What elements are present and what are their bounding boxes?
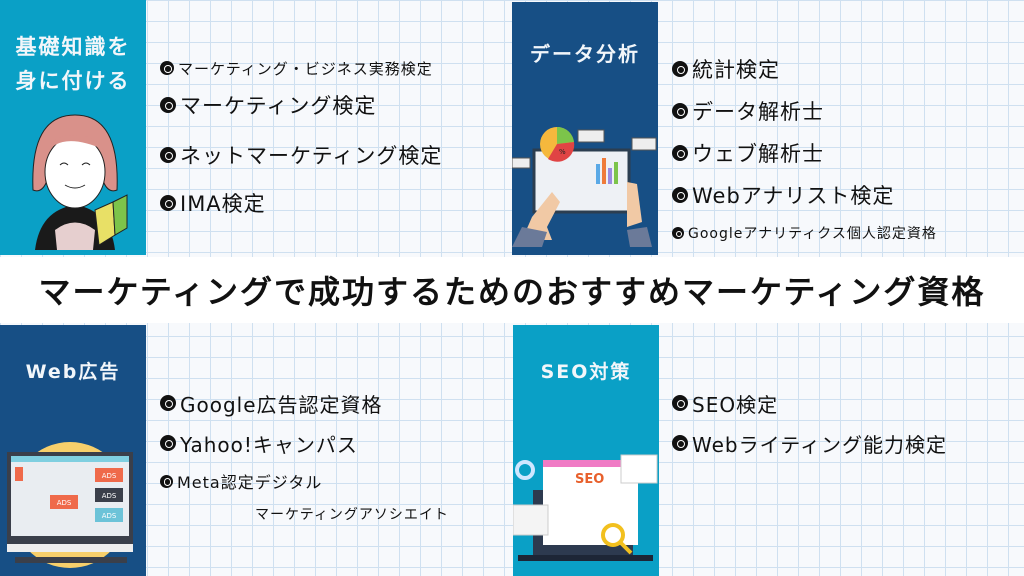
item-label: ネットマーケティング検定 <box>180 144 443 168</box>
percent-label: % <box>559 148 566 156</box>
woman-beginner-illustration <box>32 114 128 250</box>
item-label: マーケティング・ビジネス実務検定 <box>178 59 433 78</box>
bullet-icon <box>672 145 688 161</box>
item-label: マーケティングアソシエイト <box>255 507 449 523</box>
heading-line: 身に付ける <box>15 69 131 93</box>
list-item: データ解析士 <box>672 90 937 132</box>
bullet-icon <box>160 435 176 451</box>
list-item: Googleアナリティクス個人認定資格 <box>672 216 937 250</box>
list-item-continuation: マーケティングアソシエイト <box>160 499 449 529</box>
list-item: マーケティング・ビジネス実務検定 <box>160 56 442 80</box>
bullet-icon <box>160 195 176 211</box>
list-item: ネットマーケティング検定 <box>160 130 442 180</box>
bullet-icon <box>672 61 688 77</box>
list-item: SEO検定 <box>672 383 947 423</box>
seo-label: SEO <box>575 472 604 487</box>
item-label: マーケティング検定 <box>180 94 377 118</box>
ads-label: ADS <box>102 492 117 500</box>
bullet-icon <box>160 147 176 163</box>
list-item: ウェブ解析士 <box>672 132 937 174</box>
list-item: 統計検定 <box>672 48 937 90</box>
basics-list: マーケティング・ビジネス実務検定 マーケティング検定 ネットマーケティング検定 … <box>160 56 442 226</box>
list-item: Meta認定デジタル <box>160 463 449 499</box>
panel-data-analysis: データ分析 % <box>512 2 658 255</box>
seo-list: SEO検定 Webライティング能力検定 <box>672 383 947 463</box>
bullet-icon <box>672 103 688 119</box>
list-item: Yahoo!キャンパス <box>160 423 449 463</box>
web-ads-list: Google広告認定資格 Yahoo!キャンパス Meta認定デジタル マーケテ… <box>160 383 449 529</box>
item-label: データ解析士 <box>692 100 824 124</box>
panel-seo: SEO対策 SEO <box>513 325 659 576</box>
section-heading: データ分析 <box>530 42 640 66</box>
list-item: マーケティング検定 <box>160 80 442 130</box>
list-item: IMA検定 <box>160 180 442 226</box>
bullet-icon <box>160 474 173 488</box>
ads-label: ADS <box>57 499 72 507</box>
ads-monitor-illustration: ADS ADS ADS ADS <box>7 442 133 568</box>
section-heading: 基礎知識を 身に付ける <box>0 30 146 98</box>
item-label: Webライティング能力検定 <box>692 432 948 457</box>
item-label: Meta認定デジタル <box>177 473 323 492</box>
item-label: IMA検定 <box>180 192 266 216</box>
bullet-icon <box>160 395 176 411</box>
ads-label: ADS <box>102 472 117 480</box>
page-title: マーケティングで成功するためのおすすめマーケティング資格 <box>38 273 986 311</box>
item-label: SEO検定 <box>692 392 779 417</box>
panel-basics: 基礎知識を 身に付ける <box>0 0 146 255</box>
item-label: ウェブ解析士 <box>692 142 824 166</box>
bullet-icon <box>672 227 684 239</box>
ads-label: ADS <box>102 512 117 520</box>
list-item: Google広告認定資格 <box>160 383 449 423</box>
list-item: Webライティング能力検定 <box>672 423 947 463</box>
bullet-icon <box>672 187 688 203</box>
bullet-icon <box>160 97 176 113</box>
data-analysis-illustration: % <box>512 126 657 247</box>
item-label: 統計検定 <box>692 58 780 82</box>
list-item: Webアナリスト検定 <box>672 174 937 216</box>
bullet-icon <box>672 395 688 411</box>
item-label: Webアナリスト検定 <box>692 184 895 208</box>
panel-web-ads: Web広告 ADS ADS ADS ADS <box>0 325 146 576</box>
seo-laptop-illustration: SEO <box>513 454 658 561</box>
data-analysis-list: 統計検定 データ解析士 ウェブ解析士 Webアナリスト検定 Googleアナリテ… <box>672 48 937 250</box>
item-label: Yahoo!キャンパス <box>180 432 358 457</box>
section-heading: SEO対策 <box>540 361 632 383</box>
bullet-icon <box>160 61 174 75</box>
heading-line: 基礎知識を <box>15 35 131 59</box>
item-label: Googleアナリティクス個人認定資格 <box>688 226 937 242</box>
main-title-banner: マーケティングで成功するためのおすすめマーケティング資格 <box>0 257 1024 323</box>
bullet-icon <box>672 435 688 451</box>
section-heading: Web広告 <box>25 361 121 383</box>
item-label: Google広告認定資格 <box>180 392 383 417</box>
